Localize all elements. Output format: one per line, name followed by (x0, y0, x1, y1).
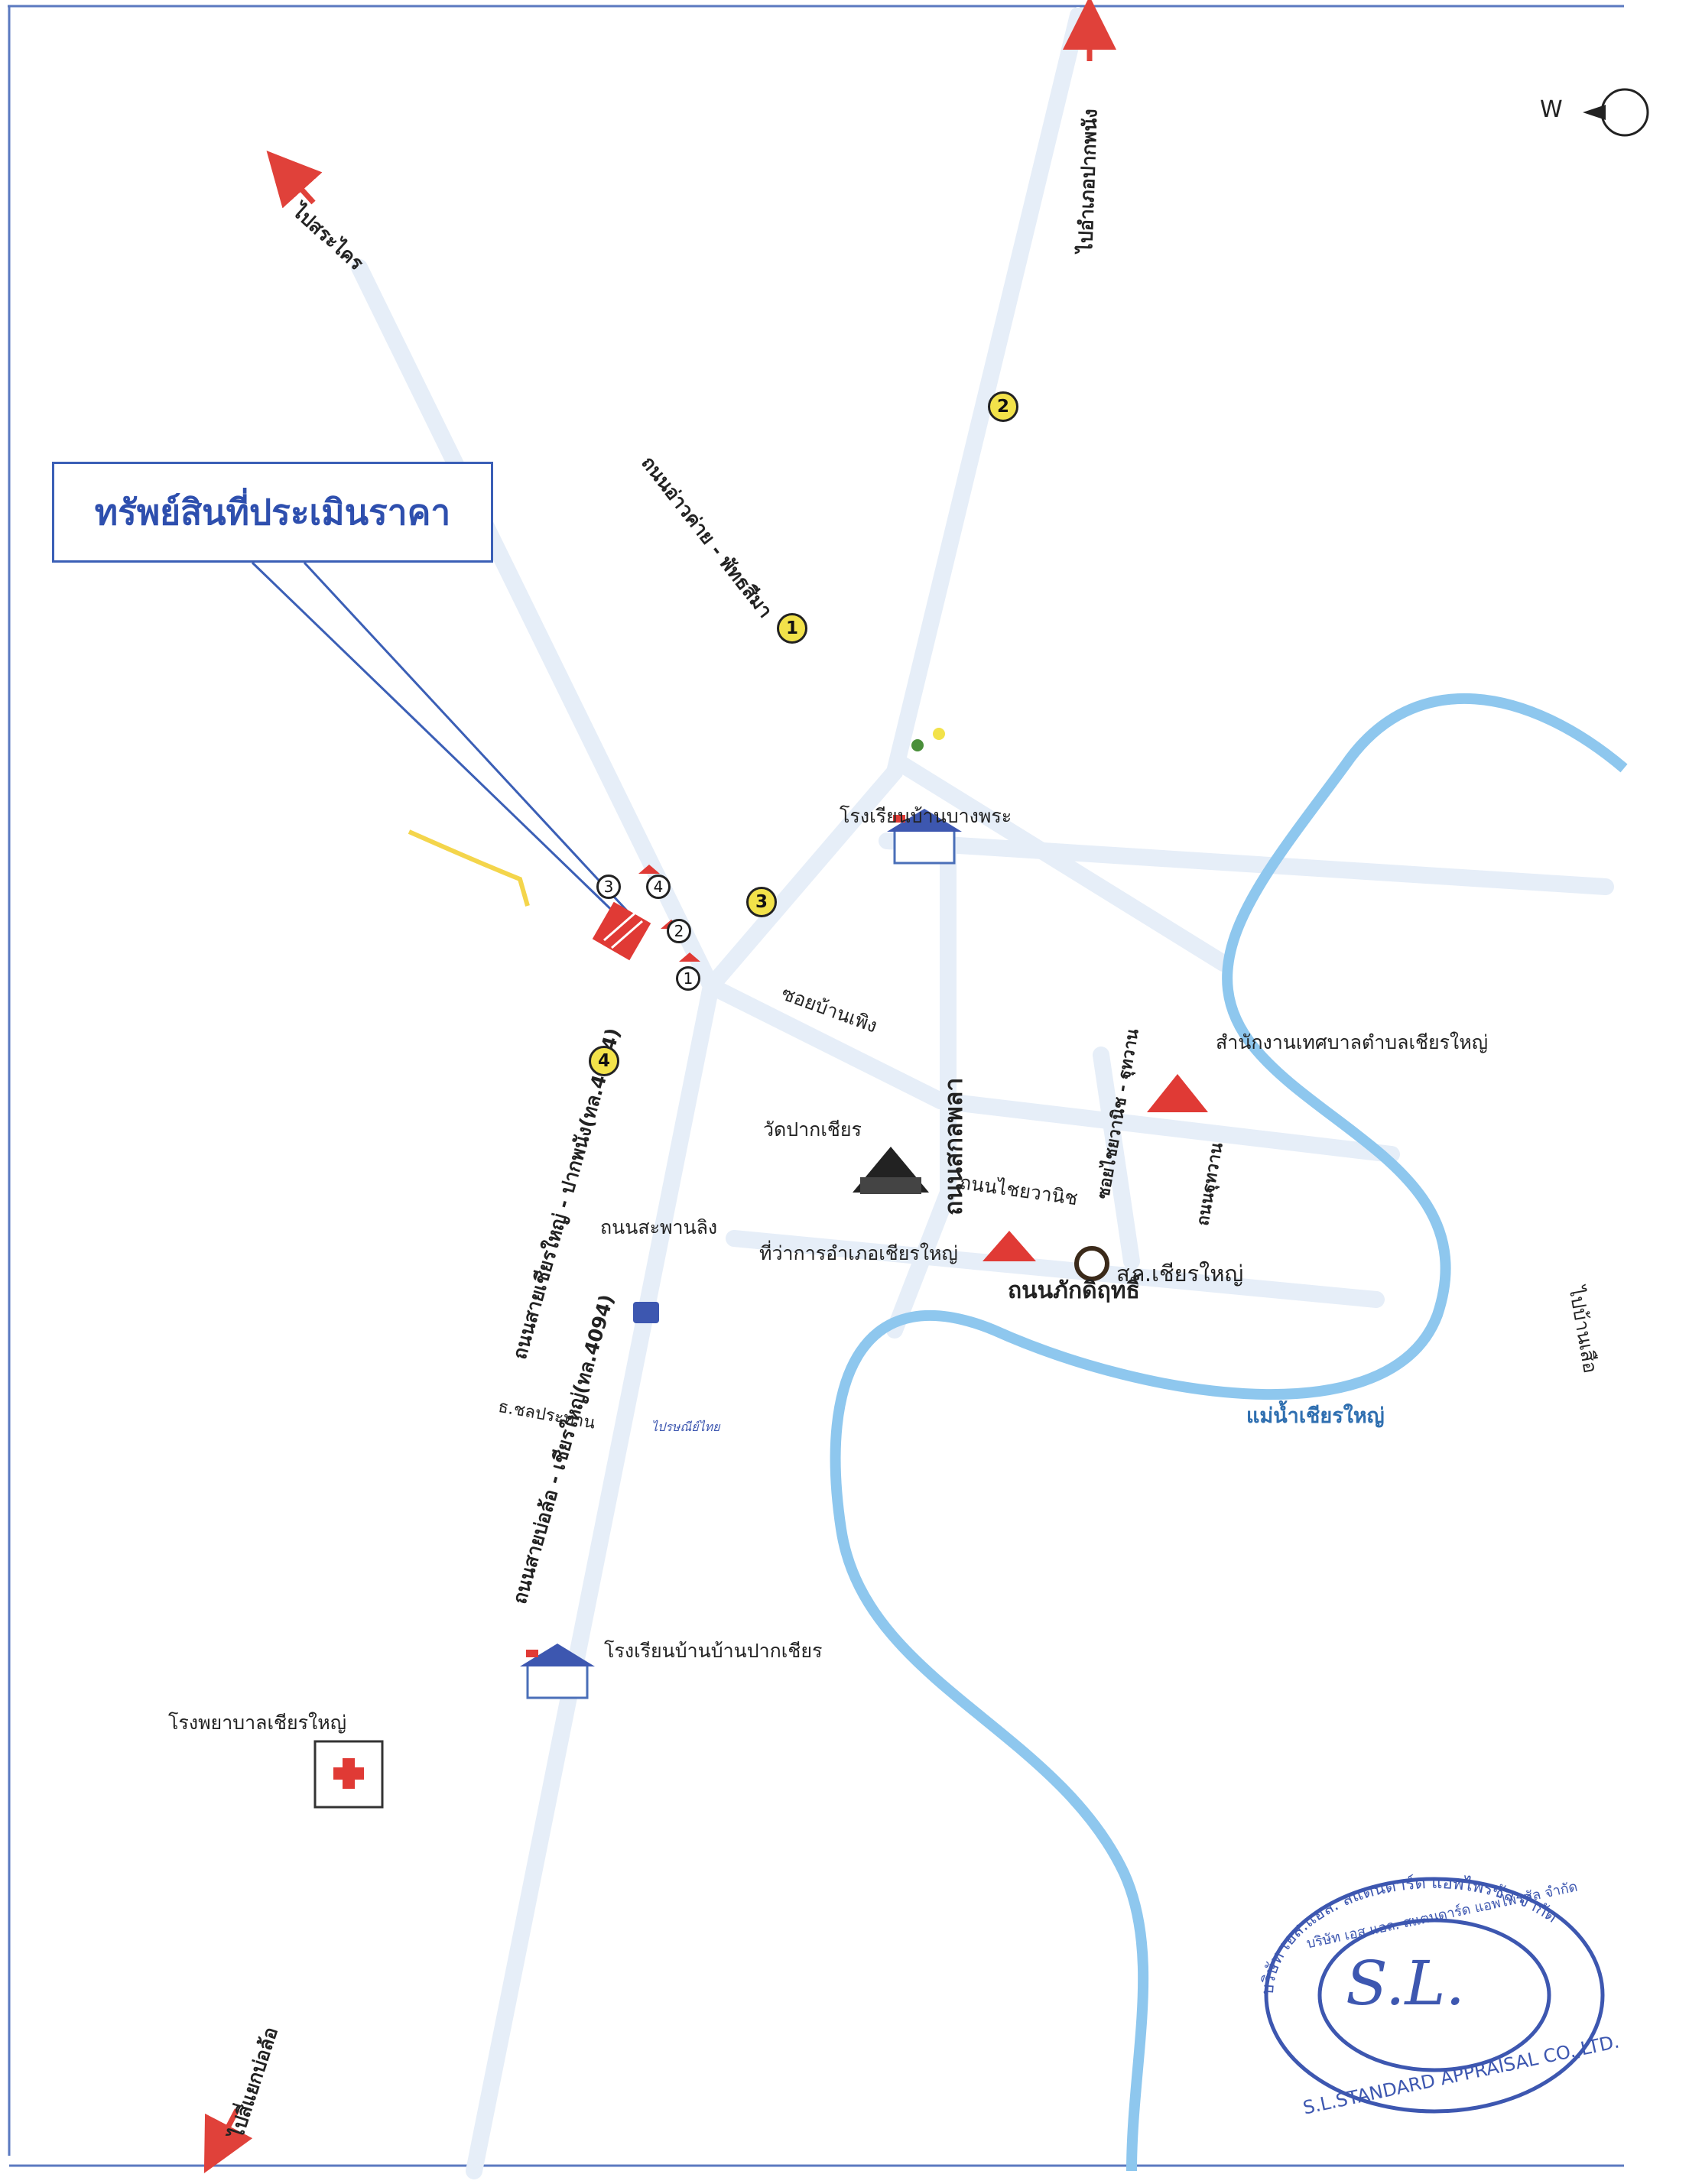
direction-label-pak-phanang: ไปอำเภอปากพนัง (1073, 108, 1102, 254)
road-network (351, 7, 1614, 2179)
direction-arrows (203, 0, 1116, 2174)
temple-icon (853, 1147, 929, 1194)
river-line (830, 693, 1628, 2172)
compass-west-label: W (1540, 96, 1563, 123)
label-hospital: โรงพยาบาลเชียรใหญ่ (168, 1712, 347, 1734)
stamp-monogram: S.L. (1346, 1948, 1465, 2019)
marker-1: 1 (777, 613, 807, 644)
bank-icon (633, 1302, 659, 1323)
marker-3: 3 (746, 887, 777, 917)
yellow-access-path (408, 829, 530, 907)
road-label-saphan-ling: ถนนสะพานลิง (600, 1216, 718, 1238)
subject-property-parcel (592, 901, 651, 961)
school-pak-chian-icon (520, 1644, 595, 1699)
label-school-bang-phra: โรงเรียนบ้านบางพระ (840, 805, 1012, 827)
label-wat-pak-chian: วัดปากเชียร (763, 1118, 862, 1141)
subject-marker-1: 1 (676, 966, 700, 991)
page-frame (8, 5, 1624, 2167)
label-river: แม่น้ำเชียรใหญ่ (1246, 1404, 1385, 1428)
callout-title: ทรัพย์สินที่ประเมินราคา (94, 491, 451, 533)
label-police-station: สภ.เชียรใหญ่ (1116, 1261, 1244, 1287)
compass-rose (1583, 88, 1649, 137)
subject-marker-3: 3 (596, 875, 621, 899)
marker-4: 4 (589, 1046, 619, 1076)
label-municipal-office: สำนักงานเทศบาลตำบลเชียรใหญ่ (1216, 1031, 1489, 1053)
park-icon (911, 728, 945, 751)
road-label-phak-dit: ถนนภักดิฤทธิ์ (1008, 1277, 1140, 1304)
label-district-office: ที่ว่าการอำเภอเชียรใหญ่ (759, 1242, 958, 1264)
district-office-icon (983, 1231, 1036, 1261)
marker-2: 2 (988, 391, 1018, 422)
subject-marker-4: 4 (646, 875, 671, 899)
hospital-icon (313, 1740, 384, 1809)
label-post-office-logo: ไปรษณีย์ไทย (651, 1420, 720, 1434)
subject-marker-2: 2 (667, 919, 691, 943)
callout-pointer (251, 561, 635, 923)
police-badge-icon (1074, 1246, 1109, 1281)
municipal-office-icon (1147, 1074, 1208, 1112)
label-school-pak-chian: โรงเรียนบ้านบ้านปากเชียร (604, 1640, 823, 1662)
appraised-property-callout: ทรัพย์สินที่ประเมินราคา (52, 462, 493, 563)
school-bang-phra-icon (887, 809, 962, 865)
